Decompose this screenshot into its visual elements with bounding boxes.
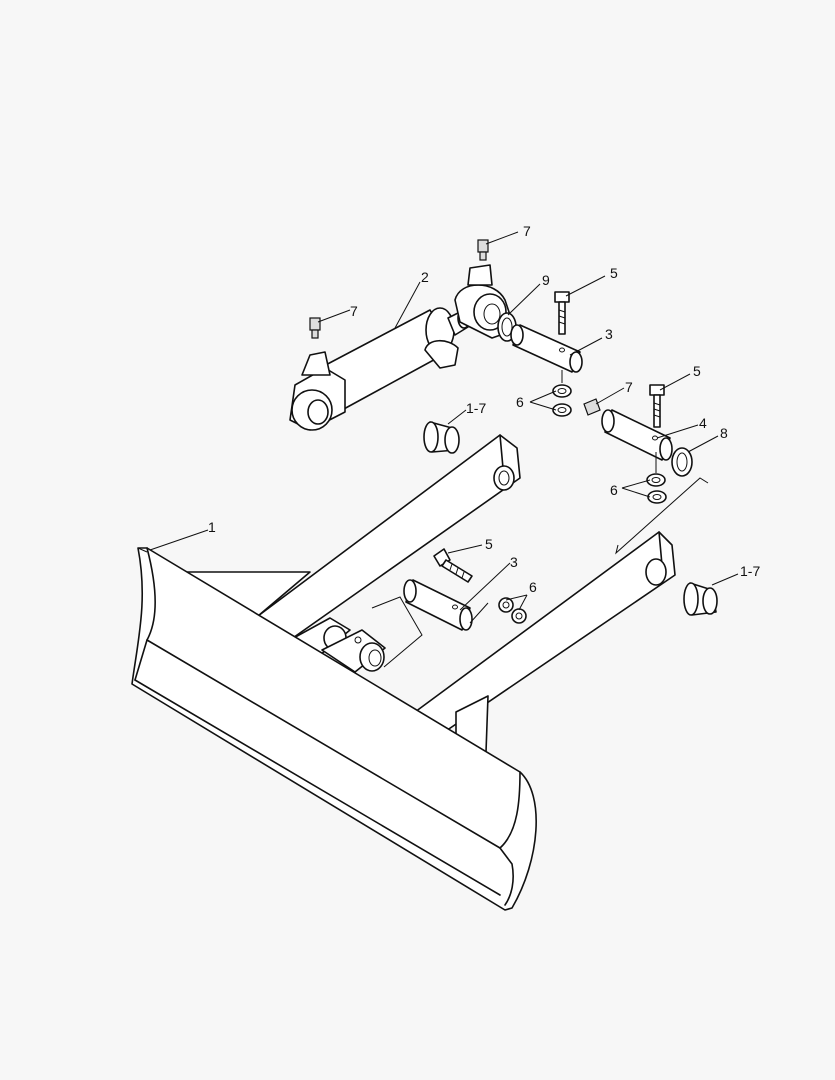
callout-bolt-right: 5 [693, 363, 701, 379]
callout-nuts-upper: 6 [516, 394, 524, 410]
frame-right-arm [414, 531, 676, 736]
callout-washer-right: 8 [720, 425, 728, 441]
dozer-blade [131, 547, 537, 911]
bolt-lower [433, 548, 473, 583]
nuts-lower [498, 597, 527, 624]
callout-grease-b: 7 [523, 223, 531, 239]
leader-lines [149, 231, 739, 611]
callout-grease-c: 7 [625, 379, 633, 395]
callout-nuts-lower: 6 [529, 579, 537, 595]
callout-pin-right: 4 [699, 415, 707, 431]
pin-right [601, 409, 673, 461]
grease-fitting-a [309, 317, 321, 339]
callout-grease-a: 7 [350, 303, 358, 319]
pin-upper [510, 324, 583, 373]
grease-fitting-b [477, 239, 489, 261]
bolt-right [649, 384, 665, 428]
callout-nuts-right: 6 [610, 482, 618, 498]
callout-bolt-lower: 5 [485, 536, 493, 552]
callout-bushing-left: 1-7 [466, 400, 486, 416]
callout-bolt-upper: 5 [610, 265, 618, 281]
bushing-left [423, 421, 460, 454]
callout-blade: 1 [208, 519, 216, 535]
nuts-upper [552, 384, 572, 417]
callout-washer-top: 9 [542, 272, 550, 288]
callout-pin-upper: 3 [605, 326, 613, 342]
bushing-right [683, 582, 718, 616]
hydraulic-cylinder [289, 264, 516, 431]
bolt-upper [554, 291, 570, 335]
callout-bushing-right: 1-7 [740, 563, 760, 579]
frame-left-arm [257, 434, 521, 641]
callout-cylinder: 2 [421, 269, 429, 285]
callout-pin-lower: 3 [510, 554, 518, 570]
grease-fitting-c [583, 398, 601, 416]
assembly-guide-lines [371, 370, 709, 668]
pin-lower [403, 579, 473, 631]
nuts-right [646, 473, 667, 504]
washer-right [671, 447, 693, 477]
